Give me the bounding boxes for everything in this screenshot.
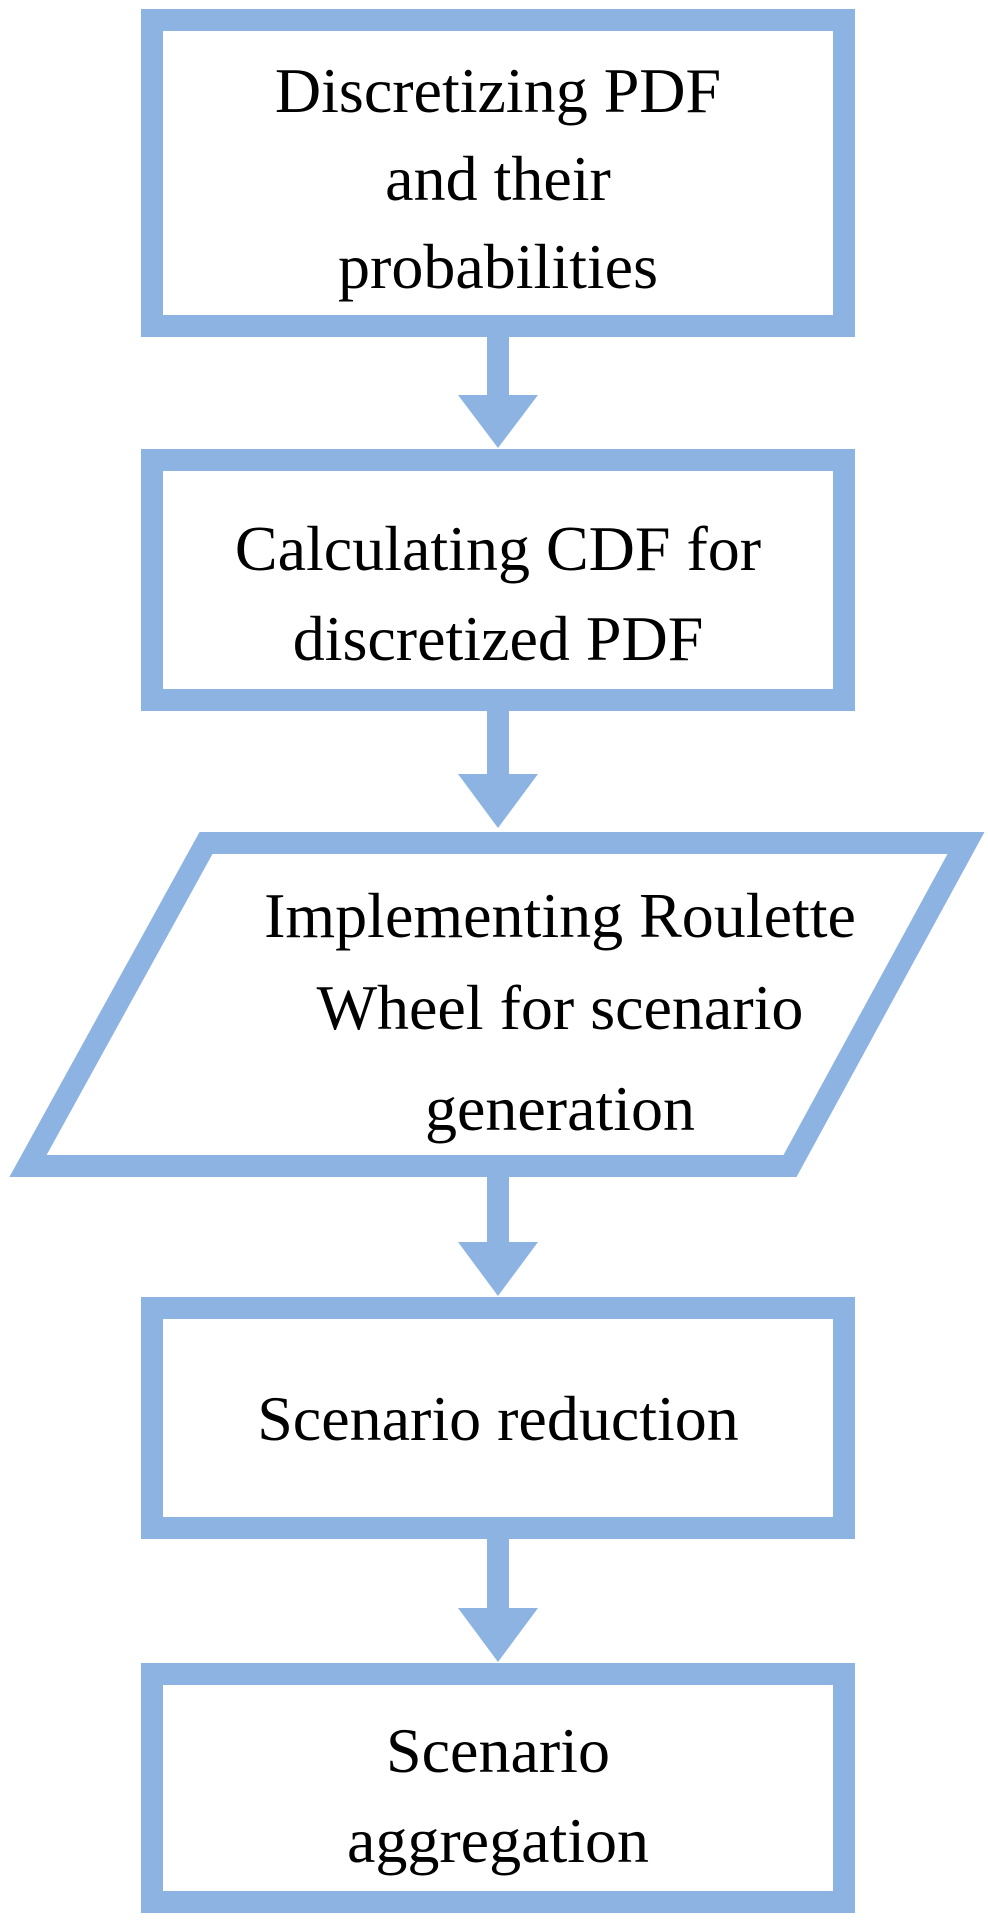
- step-scenario-aggregation: Scenario aggregation: [141, 1663, 855, 1913]
- arrow-down: [458, 711, 538, 828]
- arrow-down: [458, 337, 538, 448]
- step-label-line: discretized PDF: [293, 603, 704, 674]
- step-label-line: Discretizing PDF: [275, 55, 721, 126]
- step-label-line: Calculating CDF for: [235, 513, 761, 584]
- arrow-down: [458, 1177, 538, 1296]
- step-label-line: Scenario: [386, 1715, 610, 1786]
- arrow-down: [458, 1539, 538, 1662]
- step-scenario-reduction: Scenario reduction: [141, 1297, 855, 1539]
- step-label-line: Scenario reduction: [257, 1383, 739, 1454]
- step-label-line: Wheel for scenario: [317, 972, 804, 1043]
- step-box: [141, 9, 855, 337]
- step-roulette-wheel: Implementing Roulette Wheel for scenario…: [9, 832, 985, 1177]
- step-calculating-cdf: Calculating CDF for discretized PDF: [141, 449, 855, 711]
- step-label-line: Implementing Roulette: [264, 880, 856, 951]
- step-label-line: and their: [385, 143, 611, 214]
- step-label-line: probabilities: [338, 231, 658, 302]
- step-box: [141, 449, 855, 711]
- step-discretizing-pdf: Discretizing PDF and their probabilities: [141, 9, 855, 337]
- step-label-line: generation: [425, 1073, 695, 1144]
- step-box: [141, 1297, 855, 1539]
- step-label-line: aggregation: [347, 1805, 649, 1876]
- step-parallelogram: [9, 832, 985, 1177]
- step-box: [141, 1663, 855, 1913]
